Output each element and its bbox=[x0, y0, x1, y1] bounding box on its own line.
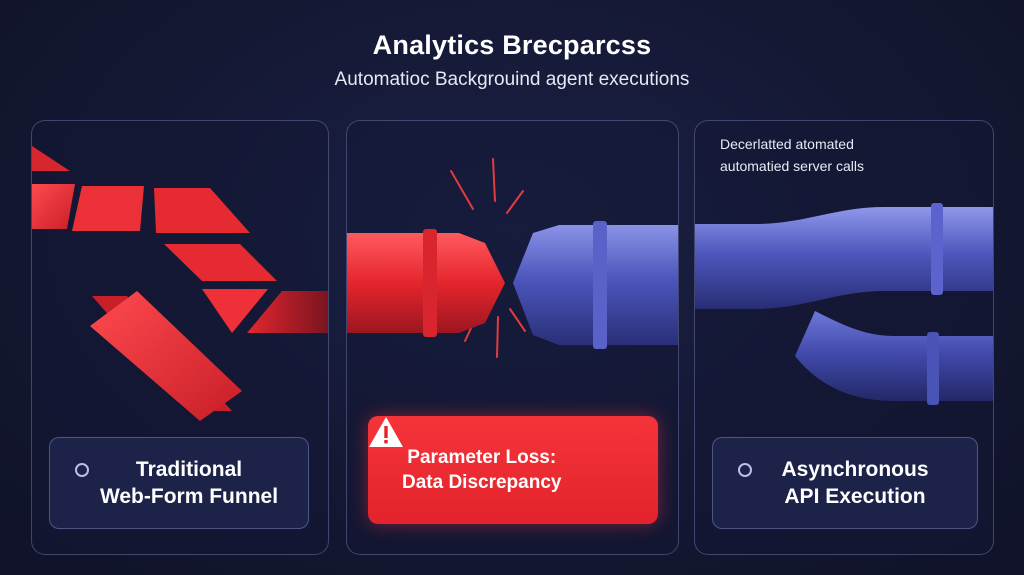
callout-line-1: Decerlatted atomated bbox=[720, 136, 854, 152]
traditional-funnel-label: Traditional Web-Form Funnel bbox=[49, 437, 309, 529]
fragmented-red-shapes bbox=[32, 146, 328, 421]
radio-circle-icon bbox=[738, 463, 752, 477]
label-line-1: Parameter Loss: bbox=[407, 447, 557, 468]
lower-pipe-branch bbox=[795, 311, 993, 401]
red-shard bbox=[247, 291, 328, 333]
blue-pipe-segment bbox=[513, 221, 678, 349]
callout-line-2: automatied server calls bbox=[720, 158, 864, 174]
warning-triangle-icon bbox=[369, 417, 403, 447]
label-line-1: Traditional bbox=[135, 458, 243, 481]
red-shard bbox=[90, 291, 242, 421]
red-shard bbox=[154, 188, 250, 233]
server-calls-callout: Decerlatted atomated automatied server c… bbox=[720, 133, 864, 177]
label-line-2: Data Discrepancy bbox=[402, 472, 562, 493]
panel-traditional-funnel: Traditional Web-Form Funnel bbox=[31, 120, 329, 555]
red-shard bbox=[164, 244, 277, 281]
red-shard bbox=[32, 146, 70, 171]
data-discrepancy-alert: Parameter Loss: Data Discrepancy bbox=[368, 416, 658, 524]
red-pipe-segment bbox=[347, 229, 505, 337]
async-api-label: Asynchronous API Execution bbox=[712, 437, 978, 529]
panel-async-api: Decerlatted atomated automatied server c… bbox=[694, 120, 994, 555]
label-line-1: Asynchronous bbox=[781, 458, 929, 481]
label-line-2: API Execution bbox=[784, 485, 926, 508]
page-subtitle: Automatioc Backgrouind agent executions bbox=[334, 69, 690, 90]
panel-parameter-loss: Parameter Loss: Data Discrepancy bbox=[346, 120, 679, 555]
broken-pipe-illustration bbox=[347, 158, 678, 358]
split-blue-pipe-illustration bbox=[695, 203, 993, 405]
label-line-2: Web-Form Funnel bbox=[99, 485, 279, 508]
red-shard bbox=[72, 186, 144, 231]
red-shard bbox=[32, 184, 75, 229]
radio-circle-icon bbox=[75, 463, 89, 477]
page-title: Analytics Brecparcss bbox=[372, 30, 652, 60]
red-shard bbox=[202, 289, 268, 333]
main-pipe bbox=[695, 207, 993, 309]
